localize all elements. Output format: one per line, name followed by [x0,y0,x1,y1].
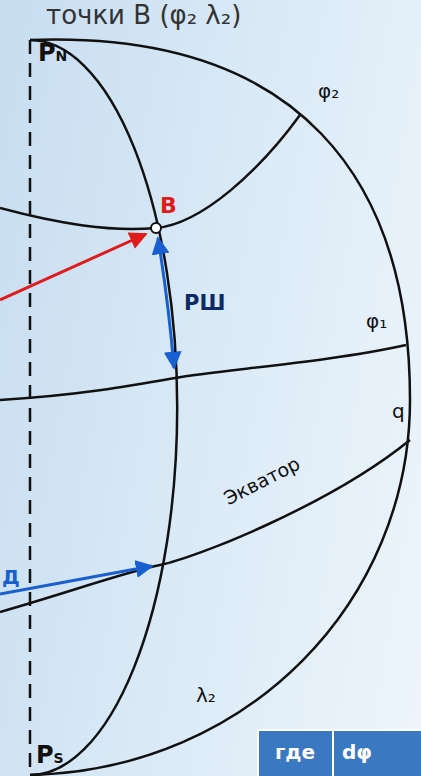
pole-label: PS [36,742,64,768]
pole-label: PN [38,40,67,66]
table-cell [258,730,333,776]
equator-label: Экватор [221,453,304,509]
point-label: q [392,400,405,422]
radius-arrow [0,234,146,300]
meridian [30,40,177,775]
latitude-arrow-label: РШ [184,292,225,315]
meridian-label: λ₂ [196,684,216,706]
point-b [151,223,161,233]
latitude-label: φ₁ [366,310,387,332]
sphere-outline [30,40,410,775]
table-cell-text: где [275,741,315,763]
parallel-phi1 [0,345,406,400]
table-cell-text: dφ [342,741,372,763]
point-label: B [160,194,177,218]
latitude-label: φ₂ [318,80,339,102]
longitude-arrow-label: Д [2,566,20,588]
table-cell [333,730,421,776]
polar-axis [29,40,32,772]
latitude-arrow [158,238,174,368]
parallel-phi2 [0,115,300,229]
slide-title: точки B (φ₂ λ₂) [46,1,241,30]
longitude-arrow [0,566,152,594]
equator [0,440,410,612]
